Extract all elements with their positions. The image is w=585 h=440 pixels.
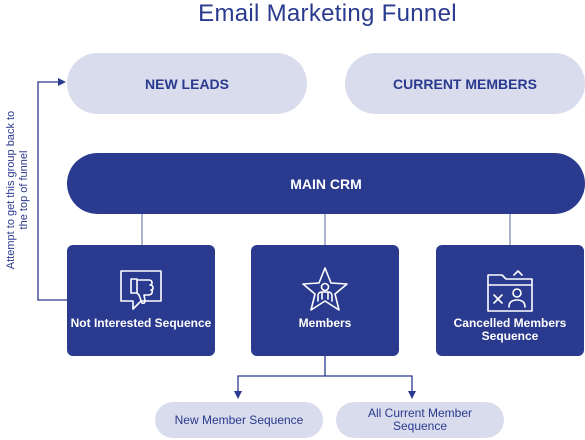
members-node: Members [251, 245, 399, 356]
return-arrow-line [37, 81, 67, 301]
return-arrow-head [58, 78, 66, 86]
main-crm-label: MAIN CRM [290, 175, 362, 192]
new-member-sequence-label: New Member Sequence [174, 412, 304, 427]
return-note: Attempt to get this group back to the to… [5, 110, 30, 270]
page-title: Email Marketing Funnel [198, 0, 457, 27]
cancelled-members-node: Cancelled Members Sequence [436, 245, 584, 356]
new-leads-node: NEW LEADS [67, 53, 307, 114]
new-member-sequence-node: New Member Sequence [155, 402, 323, 438]
thumbs-down-icon [115, 265, 167, 317]
cancelled-member-folder-icon [484, 265, 536, 317]
new-member-arrow-head [234, 391, 242, 399]
cancelled-members-label: Cancelled Members Sequence [453, 316, 567, 343]
current-members-label: CURRENT MEMBERS [393, 75, 537, 92]
members-label: Members [298, 316, 352, 330]
all-current-member-sequence-label: All Current Member Sequence [367, 406, 473, 433]
all-current-arrow-head [408, 391, 416, 399]
member-star-icon [299, 265, 351, 317]
main-crm-node: MAIN CRM [67, 153, 585, 214]
new-leads-label: NEW LEADS [145, 75, 229, 92]
not-interested-node: Not Interested Sequence [67, 245, 215, 356]
not-interested-label: Not Interested Sequence [70, 316, 212, 330]
sequence-branch-line [237, 375, 413, 392]
all-current-member-sequence-node: All Current Member Sequence [336, 402, 504, 438]
current-members-node: CURRENT MEMBERS [345, 53, 585, 114]
